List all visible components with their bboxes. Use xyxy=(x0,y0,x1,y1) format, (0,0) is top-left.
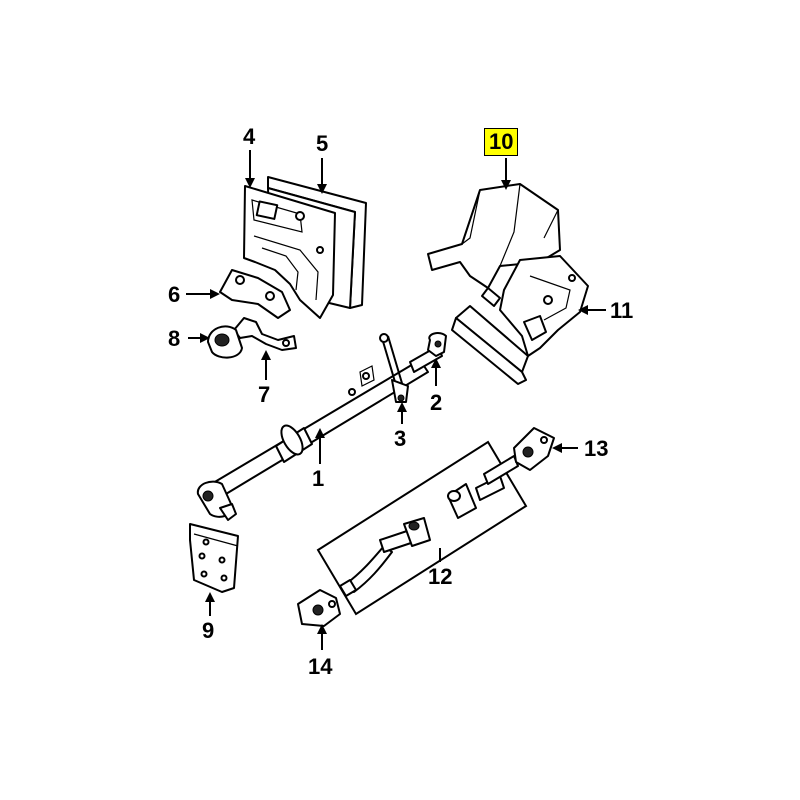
callout-9: 9 xyxy=(202,618,215,643)
callout-8: 8 xyxy=(168,326,181,351)
part-9-mounting-bracket xyxy=(189,523,239,593)
part-2-clip xyxy=(427,332,447,357)
part-7-lower-clamp xyxy=(233,317,297,351)
part-4-bracket-plate xyxy=(243,185,336,319)
callout-6: 6 xyxy=(168,282,181,307)
callout-2: 2 xyxy=(430,390,443,415)
callout-13: 13 xyxy=(584,436,609,461)
callout-7: 7 xyxy=(258,382,271,407)
part-3-link-rod xyxy=(379,333,409,403)
callout-1: 1 xyxy=(312,466,325,491)
part-12-kit-box xyxy=(316,440,528,616)
part-14-lower-coupler xyxy=(297,589,341,627)
part-6-clamp xyxy=(219,269,291,319)
callout-12: 12 xyxy=(428,564,453,589)
part-8-bushing xyxy=(207,325,243,359)
callout-arrows xyxy=(186,150,606,650)
callout-10-highlighted: 10 xyxy=(484,128,519,156)
callout-3: 3 xyxy=(394,426,407,451)
part-13-coupler xyxy=(513,427,555,471)
callout-14: 14 xyxy=(308,654,333,679)
part-11-lower-cover xyxy=(451,255,589,385)
callout-4: 4 xyxy=(243,124,256,149)
callout-5: 5 xyxy=(316,131,329,156)
callout-11: 11 xyxy=(610,298,634,323)
